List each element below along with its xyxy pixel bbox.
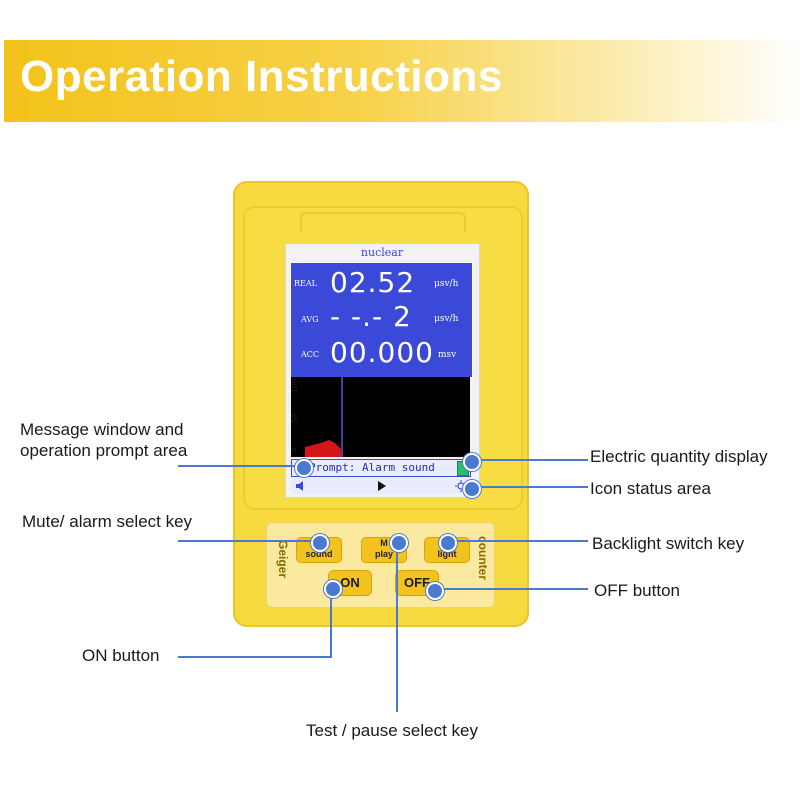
reading-value-acc: 00.000 — [330, 336, 434, 369]
reading-unit-real: μsv/h — [434, 279, 459, 289]
label-off-button: OFF button — [594, 581, 680, 600]
marker-test-key — [390, 534, 408, 552]
label-message-window-line2: operation prompt area — [20, 441, 188, 460]
reading-unit-acc: msv — [438, 350, 457, 360]
label-test-pause: Test / pause select key — [306, 721, 478, 740]
reading-value-real: 02.52 — [330, 266, 416, 299]
label-on-button: ON button — [82, 646, 160, 665]
icon-status-area — [291, 478, 471, 494]
marker-electric-quantity — [463, 453, 481, 471]
label-icon-status: Icon status area — [590, 479, 711, 498]
key-l-bottom: sound — [305, 549, 333, 559]
graph-tick-100: 100 — [290, 379, 299, 393]
side-label-left: Geiger — [276, 540, 290, 579]
label-backlight: Backlight switch key — [592, 534, 745, 553]
marker-message-window — [295, 459, 313, 477]
key-m-top: M — [380, 538, 388, 548]
marker-backlight-key — [439, 534, 457, 552]
label-message-window: Message window and operation prompt area — [20, 419, 187, 461]
label-message-window-line1: Message window and — [20, 420, 184, 439]
key-m-bottom: play — [374, 549, 393, 559]
play-icon — [378, 481, 386, 491]
prompt-text: Prompt: Alarm sound — [309, 461, 435, 474]
speaker-icon — [296, 481, 303, 491]
screen-title: nuclear — [360, 246, 404, 259]
marker-icon-status — [463, 480, 481, 498]
readings-panel — [290, 262, 473, 378]
key-r-bottom: light — [437, 549, 457, 559]
label-mute-alarm: Mute/ alarm select key — [22, 512, 193, 531]
graph-tick-50: 50 — [290, 413, 299, 423]
marker-on-button — [324, 580, 342, 598]
reading-value-avg: - -.- 2 — [330, 300, 412, 333]
marker-off-button — [426, 582, 444, 600]
device-clip — [300, 212, 466, 232]
title-banner — [4, 40, 800, 122]
page-title: Operation Instructions — [20, 52, 503, 101]
dose-graph — [291, 377, 470, 457]
label-electric-quantity: Electric quantity display — [590, 447, 768, 466]
keypad-panel — [266, 522, 495, 608]
side-label-right: counter — [476, 536, 490, 581]
reading-label-avg: AVG — [301, 315, 319, 324]
reading-label-acc: ACC — [301, 350, 320, 359]
graph-tick-0: 0 — [290, 447, 299, 453]
reading-label-real: REAL — [294, 279, 317, 288]
reading-unit-avg: μsv/h — [434, 314, 459, 324]
marker-mute-key — [311, 534, 329, 552]
